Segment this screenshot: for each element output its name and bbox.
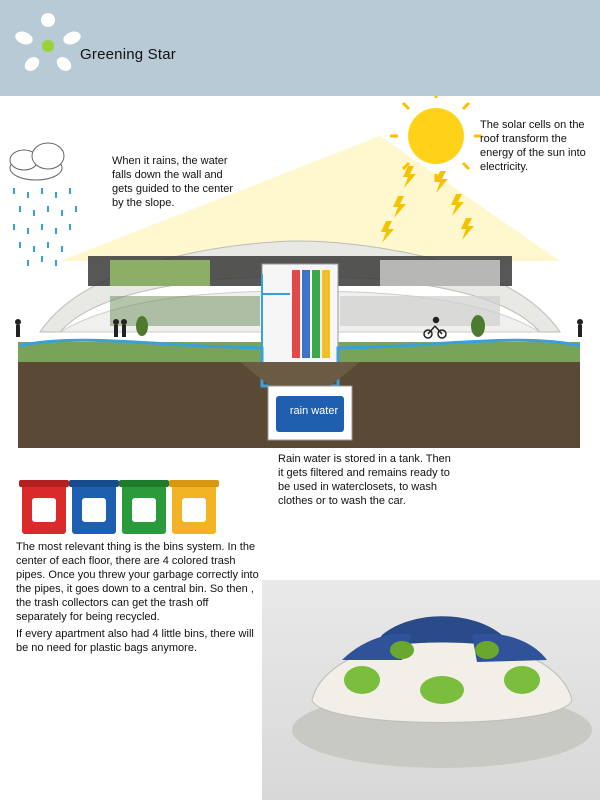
building-section-diagram — [9, 96, 583, 448]
rain-annotation: When it rains, the water falls down the … — [112, 155, 234, 209]
rain-water-tank — [276, 396, 344, 432]
greening-star-logo-icon — [15, 13, 81, 71]
sun-icon — [390, 96, 482, 182]
tank-annotation: Rain water is stored in a tank. Then it … — [278, 453, 451, 507]
bins-paragraph: The most relevant thing is the bins syst… — [16, 541, 259, 623]
right-water-path — [310, 338, 581, 388]
tree-icon — [136, 315, 485, 337]
cloud-icon — [9, 142, 65, 181]
blue-trash-pipe — [302, 270, 310, 358]
cyclist-icon — [423, 316, 447, 339]
recycle-icon — [32, 498, 56, 522]
brand-title: Greening Star — [80, 46, 176, 63]
recycle-icon — [132, 498, 156, 522]
green-trash-pipe — [312, 270, 320, 358]
bins-paragraph-2: If every apartment also had 4 little bin… — [16, 628, 254, 654]
recycle-bins-group — [18, 470, 228, 535]
building-render-image — [262, 580, 600, 800]
sun-light-beam — [60, 136, 560, 261]
rain-drops-icon — [13, 188, 77, 266]
solar-annotation: The solar cells on the roof transform th… — [480, 119, 586, 173]
recycle-icon — [182, 498, 206, 522]
red-trash-pipe — [292, 270, 300, 358]
green-bin — [119, 480, 169, 534]
blue-bin — [69, 480, 119, 534]
header-bar: Greening Star — [0, 0, 600, 96]
red-bin — [19, 480, 69, 534]
recycle-icon — [82, 498, 106, 522]
people-silhouettes-icon — [15, 319, 583, 337]
left-water-path — [19, 338, 290, 388]
rain-water-tank-label: rain water — [289, 405, 339, 417]
energy-bolt-icons — [381, 166, 474, 243]
yellow-trash-pipe — [322, 270, 330, 358]
yellow-bin — [169, 480, 219, 534]
